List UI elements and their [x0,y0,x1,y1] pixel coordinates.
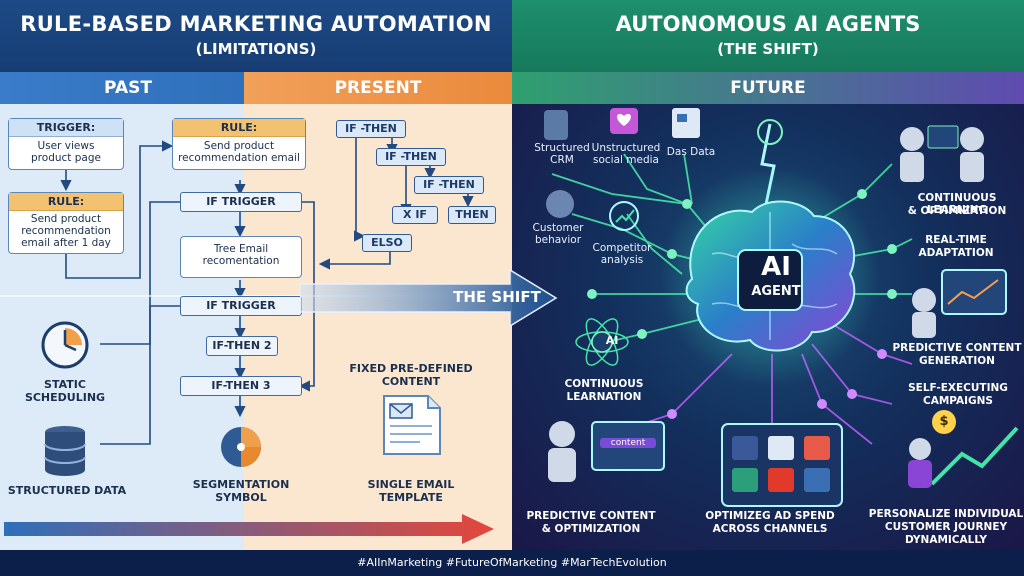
personalize-line1: PERSONALIZE INDIVIDUAL [868,508,1024,520]
personalize-line2: CUSTOMER JOURNEY [884,521,1008,533]
das-data-label: Das Data [666,146,716,158]
realtime-line2: ADAPTATION [918,247,994,259]
if-then-2: IF-THEN 2 [206,336,278,356]
competitor-line2: analysis [600,254,644,266]
trigger-box-head: TRIGGER: [9,119,123,137]
shift-label: THE SHIFT [453,288,541,306]
if-trigger-1: IF TRIGGER [180,192,302,212]
single-email-line1: SINGLE EMAIL [367,478,455,491]
rule-box-past: RULE: Send product recommendation email … [8,192,124,254]
left-title: RULE-BASED MARKETING AUTOMATION [20,12,492,36]
database-icon [44,426,86,476]
rule-box-past-line2: recommendation [21,225,111,237]
right-title: AUTONOMOUS AI AGENTS [615,12,921,36]
static-scheduling-line1: STATIC [44,378,86,391]
segmentation-icon [221,427,261,467]
realtime-line1: REAL-TIME [925,234,987,246]
clock-icon [41,321,89,369]
tree-email-line1: Tree Email [213,243,269,255]
segmentation-line2: SYMBOL [215,491,267,504]
trigger-box: TRIGGER: User views product page [8,118,124,170]
left-header [0,0,512,72]
rule-box-past-line1: Send product [30,213,102,225]
ai-small-label: AI [605,334,619,347]
robot-top-right [900,125,984,182]
structured-crm-line1: Structured [534,142,590,154]
left-subtitle: (LIMITATIONS) [195,40,317,58]
right-subtitle: (THE SHIFT) [717,40,819,58]
rule-box-present: RULE: Send product recommendation email [172,118,306,170]
future-label: FUTURE [512,72,1024,104]
ai-label: AI [761,252,791,282]
segmentation-line1: SEGMENTATION [192,478,290,491]
ai-network [544,108,1019,507]
single-email-line2: TEMPLATE [379,491,443,504]
predictive-opt-line1: PREDICTIVE CONTENT [526,510,656,522]
shift-arrow [300,268,558,328]
customer-behavior-line1: Customer [532,222,584,234]
structured-crm-line2: CRM [550,154,574,166]
rule-box-past-head: RULE: [9,193,123,211]
self-exec-line1: SELF-EXECUTING [908,382,1008,394]
continuous-learning-line2: & OPTIMIZATION [907,205,1007,217]
continuous-learnation-line2: LEARNATION [566,391,642,403]
rule-box-past-line3: email after 1 day [21,237,111,249]
right-header [512,0,1024,72]
if-then-3: IF-THEN 3 [180,376,302,396]
static-scheduling-line2: SCHEDULING [24,391,106,404]
tree-node-1: IF -THEN [336,120,406,138]
unstructured-line2: social media [593,154,659,166]
tree-node-4: X IF [392,206,438,224]
dollar-label: $ [939,414,949,429]
predictive-opt-line2: & OPTIMIZATION [541,523,641,535]
timeline-arrow [4,514,494,544]
trigger-box-line2: product page [31,152,101,164]
unstructured-line1: Unstructured [591,142,661,154]
rule-box-present-head: RULE: [173,119,305,137]
continuous-learning-line1: CONTINUOUS LEARNING [917,192,997,216]
optimized-ad-line2: ACROSS CHANNELS [712,523,828,535]
fixed-content-line1: FIXED PRE-DEFINED [349,362,473,375]
past-panel [0,104,256,550]
self-exec-line2: CAMPAIGNS [922,395,993,407]
optimized-ad-line1: OPTIMIZEG AD SPEND [705,510,835,522]
customer-behavior-line2: behavior [534,234,582,246]
structured-data-label: STRUCTURED DATA [7,484,127,497]
rule-box-present-line1: Send product [203,140,275,152]
tree-node-2: IF -THEN [376,148,446,166]
past-label: PAST [0,72,256,104]
content-tag: content [600,438,656,448]
tree-email-box: Tree Email recomentation [180,236,302,278]
footer-hashtags: #AIInMarketing #FutureOfMarketing #MarTe… [0,550,1024,576]
tree-node-6: ELSO [362,234,412,252]
agent-label: AGENT [751,284,801,299]
tree-node-3: IF -THEN [414,176,484,194]
email-template-icon [383,395,441,455]
trigger-box-line1: User views [37,140,95,152]
competitor-line1: Competitor [592,242,652,254]
predictive-gen-line1: PREDICTIVE CONTENT [892,342,1022,354]
tree-node-5: THEN [448,206,496,224]
predictive-gen-line2: GENERATION [919,355,995,367]
fixed-content-line2: CONTENT [381,375,441,388]
rule-box-present-line2: recommendation email [178,152,300,164]
personalize-line3: DYNAMICALLY [904,534,987,546]
tree-email-line2: recomentation [202,255,280,267]
if-trigger-2: IF TRIGGER [180,296,302,316]
present-label: PRESENT [244,72,512,104]
continuous-learnation-line1: CONTINUOUS [564,378,644,390]
